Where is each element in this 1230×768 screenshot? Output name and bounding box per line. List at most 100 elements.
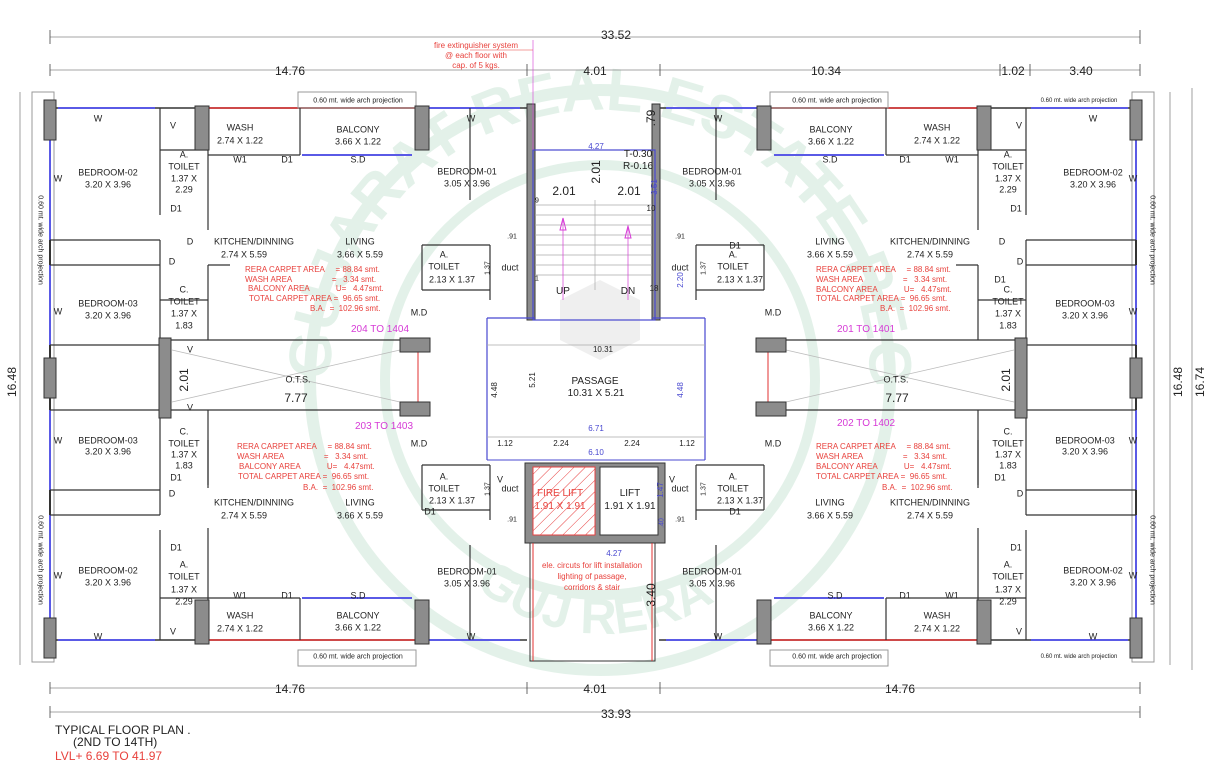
left-apartments-label: D1 [170, 472, 182, 483]
right-apartments-label: D1 [729, 506, 741, 517]
right-apartments-label: W [1128, 435, 1138, 446]
left-apartments-label: D1 [170, 203, 182, 214]
right-apartments-label: W [1088, 113, 1098, 124]
core-label: 2.01 [617, 184, 641, 198]
right-apartments-label: 0.60 mt. wide arch projection [1148, 195, 1156, 285]
right-apartments-label: S.D [827, 590, 843, 601]
left-apartments-label: RERA CARPET AREA = 88.84 smt. [237, 442, 372, 451]
right-apartments-label: 0.60 mt. wide arch projection [1148, 515, 1156, 605]
right-apartments-label: 3.20 X 3.96 [1069, 179, 1117, 190]
left-apartments-label: 1.37 [484, 482, 492, 496]
left-apartments-label: BEDROOM-03 [78, 298, 138, 309]
left-apartments-label: 2.74 X 5.59 [220, 249, 268, 260]
left-apartments-label: B.A. = 102.96 smt. [310, 304, 381, 313]
right-apartments-label: M.D [764, 438, 782, 449]
left-apartments-label: C. [179, 284, 189, 295]
left-apartments-label: D1 [281, 154, 293, 165]
left-apartments-label: 3.66 X 5.59 [336, 249, 384, 260]
right-apartments-label: KITCHEN/DINNING [889, 497, 971, 508]
right-apartments-label: W1 [945, 590, 959, 601]
left-apartments-label: D1 [170, 542, 182, 553]
core-label: T-0.30 [623, 149, 653, 160]
left-apartments-label: 2.13 X 1.37 [428, 495, 476, 506]
right-apartments-label: TOTAL CARPET AREA = 96.65 smt. [816, 294, 948, 303]
right-apartments-label: .91 [675, 233, 685, 241]
left-apartments-label: W [53, 173, 63, 184]
core-label: 9 [535, 197, 539, 205]
left-apartments-label: 1.37 [484, 261, 492, 275]
core-label: DN [620, 286, 636, 297]
right-apartments-label: 1.37 X [994, 308, 1022, 319]
left-apartments-label: LIVING [345, 497, 375, 508]
left-apartments-label: BALCONY AREA U= 4.47smt. [239, 462, 375, 471]
left-apartments-label: C. [179, 426, 189, 437]
core-label: 10.31 [592, 345, 614, 354]
right-apartments-label: D [1016, 256, 1024, 267]
right-apartments-label: 1.83 [999, 320, 1017, 331]
right-apartments-label: 3.20 X 3.96 [1061, 446, 1109, 457]
dimensions-label: 14.76 [884, 682, 916, 696]
left-apartments-label: 1.37 X [170, 173, 198, 184]
left-apartments-label: 0.60 mt. wide arch projection [313, 653, 403, 661]
left-apartments-label: A. [179, 559, 189, 570]
left-apartments-label: W1 [233, 590, 247, 601]
left-apartments-label: 0.60 mt. wide arch projection [313, 97, 403, 105]
right-apartments-label: BALCONY [809, 124, 853, 135]
left-apartments-label: M.D [410, 307, 428, 318]
core-label: fire extinguisher system [433, 41, 519, 50]
core-label: 1.12 [679, 439, 695, 448]
right-apartments-label: D1 [899, 590, 911, 601]
core-label: PASSAGE [571, 376, 619, 387]
right-apartments-label: C. [1003, 426, 1013, 437]
left-apartments-label: TOILET [168, 438, 200, 449]
left-apartments-label: W1 [233, 154, 247, 165]
right-apartments-label: D1 [994, 472, 1006, 483]
right-apartments-label: D1 [729, 240, 741, 251]
dimensions-label: 16.48 [1171, 366, 1185, 398]
right-apartments-label: BALCONY AREA U= 4.47smt. [816, 462, 952, 471]
right-apartments-label: 2.74 X 5.59 [906, 249, 954, 260]
left-apartments-label: 3.20 X 3.96 [84, 577, 132, 588]
right-apartments-label: D1 [1010, 203, 1022, 214]
left-apartments-label: V [169, 626, 177, 637]
left-apartments-label: WASH [226, 122, 254, 133]
right-apartments-label: V [1015, 120, 1023, 131]
drawing-title: TYPICAL FLOOR PLAN . [55, 723, 191, 737]
right-apartments-label: TOILET [992, 161, 1024, 172]
left-apartments-label: BEDROOM-03 [78, 435, 138, 446]
left-apartments-label: W [93, 113, 103, 124]
left-apartments-label: KITCHEN/DINNING [213, 236, 295, 247]
right-apartments-label: W [713, 631, 723, 642]
left-apartments-label: S.D [350, 154, 366, 165]
right-apartments-label: V [1015, 626, 1023, 637]
left-apartments-label: 2.29 [175, 596, 193, 607]
left-apartments-label: 1.37 X [170, 308, 198, 319]
dimensions-label: 3.40 [1069, 64, 1093, 78]
right-apartments-label: LIVING [815, 497, 845, 508]
right-apartments-label: D [1016, 488, 1024, 499]
right-apartments-label: 1.83 [999, 460, 1017, 471]
left-apartments-label: TOILET [428, 483, 460, 494]
right-apartments-label: W [1128, 306, 1138, 317]
left-apartments-label: D1 [424, 506, 436, 517]
left-apartments-label: 0.60 mt. wide arch projection [36, 195, 44, 285]
right-apartments-label: 1.37 X [994, 449, 1022, 460]
right-apartments-label: 3.66 X 1.22 [807, 622, 855, 633]
left-apartments-label: 3.05 X 3.96 [443, 578, 491, 589]
core-label: 5.21 [528, 372, 537, 388]
left-apartments-label: V [496, 474, 504, 485]
core-label: 3.40 [644, 583, 658, 607]
core-label: 10.31 X 5.21 [567, 388, 625, 399]
right-apartments-label: RERA CARPET AREA = 88.84 smt. [816, 442, 951, 451]
left-apartments-label: .91 [507, 233, 517, 241]
left-apartments-label: BEDROOM-02 [78, 565, 138, 576]
right-apartments-label: 2.74 X 1.22 [913, 623, 961, 634]
left-apartments-label: 1.37 X [170, 449, 198, 460]
left-apartments-label: WASH AREA = 3.34 smt. [237, 452, 369, 461]
right-apartments-label: W [1088, 631, 1098, 642]
core-label: LIFT [619, 488, 641, 499]
core-label: .79 [644, 109, 658, 127]
core-label: cap. of 5 kgs. [452, 61, 500, 70]
right-apartments-label: 2.74 X 1.22 [913, 135, 961, 146]
left-apartments-label: 2.74 X 5.59 [220, 510, 268, 521]
